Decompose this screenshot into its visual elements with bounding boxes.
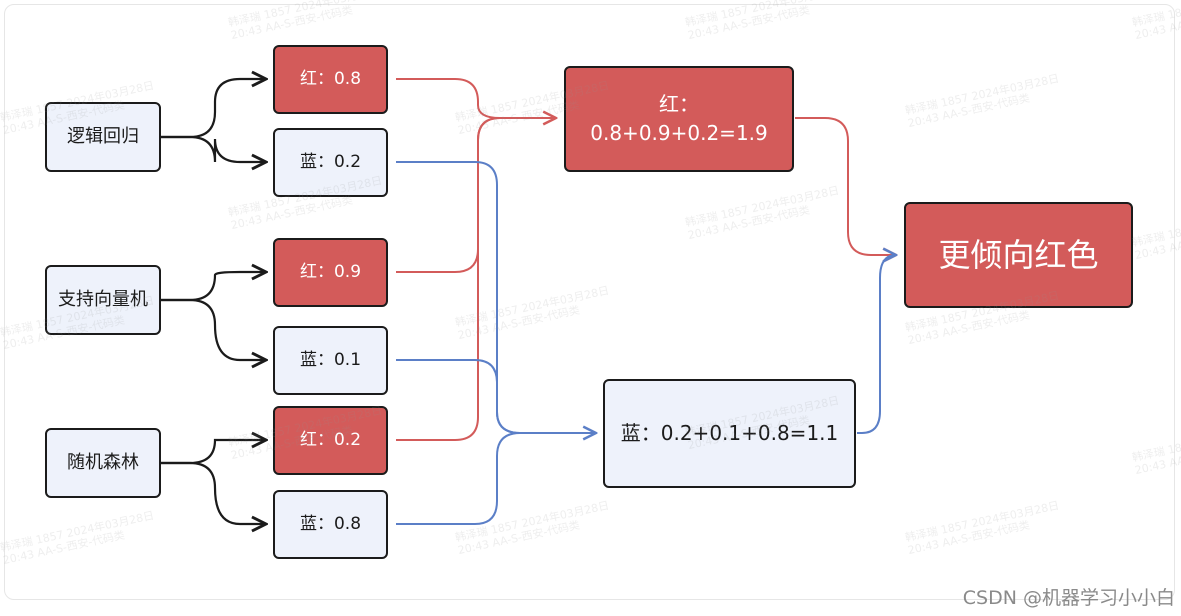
csdn-credit: CSDN @机器学习小小白: [962, 587, 1175, 609]
red-sum-line1: 红：: [659, 92, 699, 116]
node-svm: 支持向量机: [45, 265, 161, 335]
red-sum-line2: 0.8+0.9+0.2=1.9: [590, 121, 768, 145]
node-rf-red-score: 红：0.2: [273, 406, 388, 475]
edge-red1-sum: [396, 78, 556, 118]
edge-blue2-sum: [396, 359, 521, 434]
node-svm-blue-score: 蓝：0.1: [273, 326, 388, 395]
node-result: 更倾向红色: [904, 202, 1133, 308]
edge-red2-sum: [396, 117, 501, 273]
node-svm-red-score: 红：0.9: [273, 238, 388, 307]
node-random-forest: 随机森林: [45, 428, 161, 498]
node-blue-sum: 蓝：0.2+0.1+0.8=1.1: [603, 379, 856, 488]
edge-bluesum-result: [857, 255, 896, 434]
node-logistic-regression: 逻辑回归: [45, 102, 161, 172]
edge-svm-blue: [161, 298, 266, 360]
node-lr-blue-score: 蓝：0.2: [273, 128, 388, 197]
edge-svm-red: [161, 272, 266, 302]
edge-rf-red: [161, 440, 266, 465]
edge-rf-blue: [161, 461, 266, 524]
node-rf-blue-score: 蓝：0.8: [273, 490, 388, 559]
node-lr-red-score: 红：0.8: [273, 45, 388, 114]
edge-lr-blue: [161, 135, 266, 162]
edge-redsum-result: [795, 117, 896, 255]
edge-red3-sum: [396, 117, 501, 441]
node-red-sum: 红： 0.8+0.9+0.2=1.9: [564, 66, 794, 172]
edge-lr-red: [161, 79, 266, 139]
edge-blue3-sum: [396, 432, 521, 525]
